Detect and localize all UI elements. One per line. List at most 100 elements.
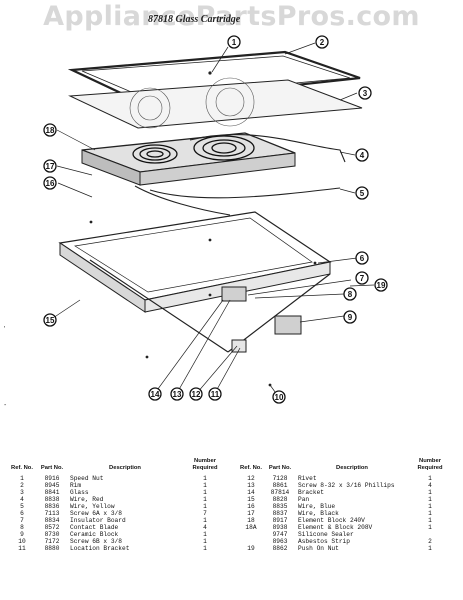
part-number-cell: 8841 bbox=[44, 489, 60, 496]
col-header-desc: Description bbox=[109, 464, 141, 471]
ref-cell: 11 bbox=[18, 545, 26, 552]
description-cell: Glass bbox=[70, 489, 89, 496]
quantity-cell: 7 bbox=[203, 510, 207, 517]
callout-17: 17 bbox=[46, 162, 55, 171]
ref-cell: 18 bbox=[247, 517, 255, 524]
ref-cell: 8 bbox=[20, 524, 24, 531]
scan-mark: - bbox=[4, 402, 7, 409]
pan-part bbox=[58, 211, 332, 301]
ref-cell: 7 bbox=[20, 517, 24, 524]
part-number-cell: 8572 bbox=[44, 524, 60, 531]
description-cell: Screw 8-32 x 3/16 Phillips bbox=[298, 482, 395, 489]
callout-12: 12 bbox=[192, 390, 201, 399]
part-number-cell: 8828 bbox=[272, 496, 288, 503]
description-cell: Rivet bbox=[298, 475, 317, 482]
quantity-cell: 1 bbox=[428, 475, 432, 482]
ref-cell: 19 bbox=[247, 545, 255, 552]
callout-5: 5 bbox=[360, 189, 365, 198]
table-row: 9747 Silicone Sealer bbox=[238, 531, 452, 538]
callout-circle-13 bbox=[170, 387, 184, 401]
quantity-cell: 1 bbox=[203, 482, 207, 489]
callout-circle-2 bbox=[315, 35, 329, 49]
col-header-ref: Ref. No. bbox=[240, 464, 262, 471]
callout-11: 11 bbox=[211, 390, 220, 399]
callout-circle-9 bbox=[343, 310, 357, 324]
callout-circle-4 bbox=[355, 148, 369, 162]
ref-cell: 13 bbox=[247, 482, 255, 489]
ref-cell bbox=[238, 538, 264, 545]
callout-6: 6 bbox=[360, 254, 365, 263]
ref-cell: 2 bbox=[20, 482, 24, 489]
part-number-cell: 7128 bbox=[272, 475, 288, 482]
table-row: 14 87814 Bracket 1 bbox=[238, 489, 452, 496]
part-number-cell: 9747 bbox=[272, 531, 288, 538]
callout-19: 19 bbox=[377, 281, 386, 290]
callout-2: 2 bbox=[320, 38, 325, 47]
description-cell: Wire, Black bbox=[298, 510, 339, 517]
callout-15: 15 bbox=[46, 316, 55, 325]
description-cell: Pan bbox=[298, 496, 310, 503]
ref-cell: 12 bbox=[247, 475, 255, 482]
callout-1: 1 bbox=[232, 38, 237, 47]
ref-cell: 6 bbox=[20, 510, 24, 517]
ref-cell: 15 bbox=[247, 496, 255, 503]
description-cell: Asbestos Strip bbox=[298, 538, 350, 545]
description-cell: Ceramic Block bbox=[70, 531, 119, 538]
part-number-cell: 7113 bbox=[44, 510, 60, 517]
quantity-cell: 1 bbox=[203, 545, 207, 552]
callout-circle-18 bbox=[43, 123, 57, 137]
ref-cell: 4 bbox=[20, 496, 24, 503]
part-number-cell: 8916 bbox=[44, 475, 60, 482]
watermark: AppliancePartsPros.com bbox=[43, 1, 420, 32]
callout-circle-3 bbox=[358, 86, 372, 100]
col-header-part: Part No. bbox=[268, 464, 292, 471]
table-row: 15 8828 Pan 1 bbox=[238, 496, 452, 503]
col-header-desc: Description bbox=[336, 464, 368, 471]
part-number-cell: 8945 bbox=[44, 482, 60, 489]
col-header-part: Part No. bbox=[40, 464, 64, 471]
callout-circle-14 bbox=[148, 387, 162, 401]
ref-cell bbox=[238, 531, 264, 538]
quantity-cell: 4 bbox=[203, 524, 207, 531]
callout-circle-19 bbox=[374, 278, 388, 292]
callout-circle-7 bbox=[355, 271, 369, 285]
part-number-cell: 8963 bbox=[272, 538, 288, 545]
rim-part bbox=[67, 50, 361, 104]
part-number-cell: 87814 bbox=[270, 489, 290, 496]
ref-cell: 9 bbox=[20, 531, 24, 538]
description-cell: Push On Nut bbox=[298, 545, 339, 552]
ref-cell: 14 bbox=[247, 489, 255, 496]
callout-circles bbox=[43, 35, 388, 404]
description-cell: Insulator Board bbox=[70, 517, 126, 524]
quantity-cell: 1 bbox=[203, 503, 207, 510]
description-cell: Rim bbox=[70, 482, 82, 489]
callout-circle-5 bbox=[355, 186, 369, 200]
quantity-cell: 1 bbox=[203, 531, 207, 538]
ref-cell: 10 bbox=[18, 538, 26, 545]
parts-table-right: Ref. No. Part No. Description Number Req… bbox=[238, 458, 452, 552]
callout-circle-10 bbox=[272, 390, 286, 404]
part-number-cell: 8862 bbox=[272, 545, 288, 552]
description-cell: Element & Block 208V bbox=[298, 524, 373, 531]
quantity-cell: 1 bbox=[428, 517, 432, 524]
description-cell: Speed Nut bbox=[70, 475, 104, 482]
ref-cell: 18A bbox=[245, 524, 257, 531]
callout-3: 3 bbox=[363, 89, 368, 98]
callout-circle-12 bbox=[189, 387, 203, 401]
part-number-cell: 8837 bbox=[272, 510, 288, 517]
callout-circle-1 bbox=[227, 35, 241, 49]
quantity-cell: 1 bbox=[428, 489, 432, 496]
description-cell: Bracket bbox=[298, 489, 324, 496]
description-cell: Silicone Sealer bbox=[298, 531, 354, 538]
description-cell: Element Block 240V bbox=[298, 517, 365, 524]
quantity-cell: 1 bbox=[428, 496, 432, 503]
